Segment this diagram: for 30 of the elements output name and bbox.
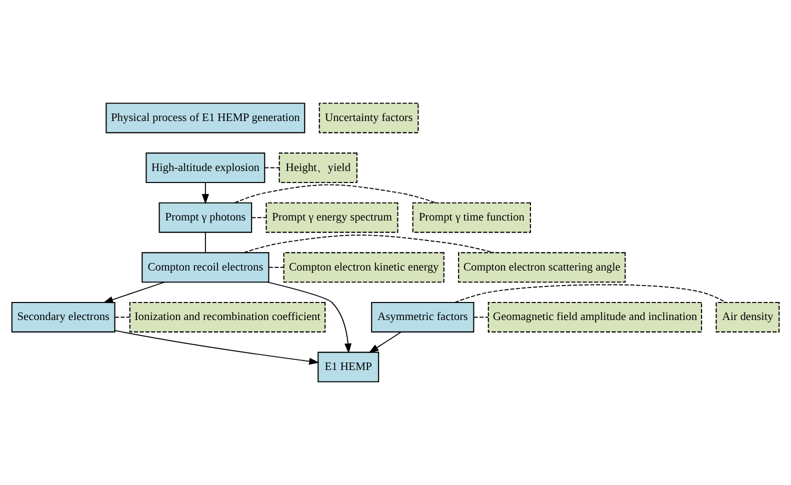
arrow [114, 330, 320, 365]
connector [264, 167, 280, 168]
node-box: Prompt γ energy spectrum [266, 202, 398, 233]
connector [114, 316, 130, 318]
node-box: Physical process of E1 HEMP generation [106, 102, 306, 134]
node-box: Height、yield [278, 152, 358, 183]
connector [234, 184, 436, 204]
node-box: Geomagnetic field amplitude and inclination [488, 302, 702, 332]
connector [454, 284, 726, 303]
node-box: Air density [716, 302, 780, 332]
node-box: Prompt γ photons [158, 202, 252, 233]
node-box: E1 HEMP [318, 352, 380, 382]
node-box: Uncertainty factors [318, 102, 419, 134]
node-box: Asymmetric factors [371, 302, 474, 332]
connector [268, 266, 284, 268]
node-box: Prompt γ time function [412, 202, 531, 233]
node-box: Ionization and recombination coefficient [129, 302, 326, 332]
connector [204, 232, 206, 254]
connector [243, 234, 494, 254]
connector [473, 316, 489, 318]
node-box: Compton electron kinetic energy [283, 252, 444, 283]
arrow [368, 331, 402, 354]
arrow [102, 282, 165, 304]
arrow [202, 182, 209, 204]
node-box: Compton recoil electrons [142, 252, 270, 283]
node-box: Compton electron scattering angle [458, 252, 626, 283]
node-box: High-altitude explosion [146, 152, 266, 183]
node-box: Secondary electrons [11, 302, 116, 332]
connector [251, 217, 267, 218]
arrow [267, 282, 352, 354]
